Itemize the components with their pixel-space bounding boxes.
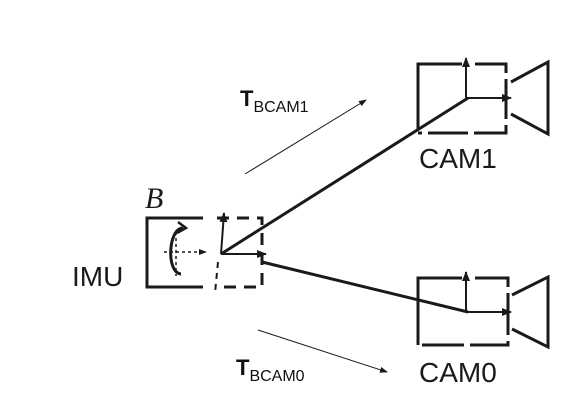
cam1-body-left — [416, 62, 462, 130]
body-frame-label: B — [145, 182, 163, 215]
cam1-icon — [416, 57, 550, 137]
imu-block — [145, 212, 267, 294]
transform-symbol-cam1: T — [240, 86, 254, 111]
transform-subscript-cam0: BCAM0 — [249, 368, 304, 385]
imu-box-outline — [145, 216, 203, 289]
cam0-label: CAM0 — [419, 357, 497, 388]
imu-label: IMU — [72, 261, 123, 292]
transform-arrow-cam0 — [257, 329, 388, 373]
body-frame-y-axis — [219, 212, 228, 255]
cam1-label: CAM1 — [419, 143, 497, 174]
transform-label-cam0: TBCAM0 — [236, 355, 305, 385]
gyro-rotation-icon — [169, 226, 184, 276]
imu-box-dashed — [217, 216, 264, 289]
link-imu-cam1 — [220, 96, 469, 256]
body-frame-z-axis — [214, 261, 219, 294]
transform-label-cam1: TBCAM1 — [240, 86, 309, 116]
cam0-lens — [511, 274, 550, 350]
cam0-body-left — [416, 276, 462, 345]
gyro-arrow-tip — [176, 221, 189, 235]
transform-symbol-cam0: T — [236, 355, 250, 380]
cam1-lens — [510, 59, 550, 137]
cam0-icon — [416, 271, 550, 350]
transform-arrow-cam1 — [244, 99, 367, 175]
transform-subscript-cam1: BCAM1 — [253, 99, 308, 116]
link-imu-cam0 — [261, 260, 469, 314]
